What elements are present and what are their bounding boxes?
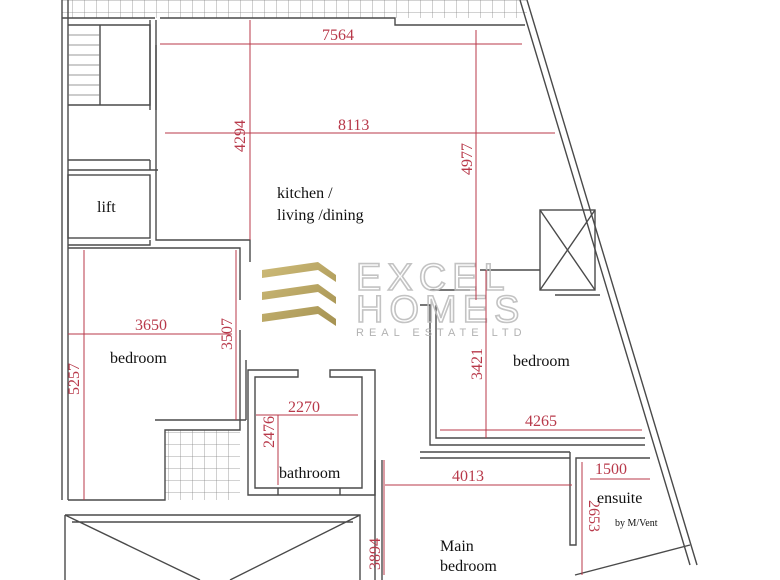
dimension-labels: 7564 8113 4294 4977 3650 5257 3507 2270 … bbox=[66, 27, 627, 570]
label-ensuite: ensuite bbox=[597, 490, 642, 507]
dim-kitchen-width: 8113 bbox=[338, 117, 369, 134]
label-main-bedroom-1: Main bbox=[440, 538, 474, 555]
room-labels: lift kitchen / living /dining bedroom be… bbox=[97, 185, 658, 575]
watermark-line2: HOMES bbox=[356, 289, 525, 331]
vent-shaft bbox=[539, 209, 596, 291]
watermark-line3: REAL ESTATE LTD bbox=[356, 327, 527, 339]
dim-bedroom-right-width: 4265 bbox=[525, 413, 557, 430]
dim-corridor-height: 3507 bbox=[219, 318, 236, 350]
dim-bathroom-width: 2270 bbox=[288, 399, 320, 416]
label-ensuite-note: by M/Vent bbox=[615, 518, 658, 529]
top-terrace-hatch bbox=[62, 0, 527, 18]
dimension-lines bbox=[68, 20, 650, 575]
dim-kitchen-height-left: 4294 bbox=[232, 120, 249, 152]
dim-bedroom-left-height: 5257 bbox=[66, 363, 83, 395]
dim-bedroom-right-height: 3421 bbox=[469, 348, 486, 380]
label-bedroom-right: bedroom bbox=[513, 353, 570, 370]
label-kitchen-2: living /dining bbox=[277, 207, 364, 224]
watermark-line1: EXCEL bbox=[356, 257, 511, 299]
dim-main-bedroom-height: 3894 bbox=[367, 538, 384, 570]
dim-kitchen-height-right: 4977 bbox=[459, 143, 476, 175]
label-lift: lift bbox=[97, 199, 116, 216]
logo-chevrons-icon bbox=[262, 262, 336, 326]
closet-hatch bbox=[165, 430, 240, 500]
dim-main-bedroom-width: 4013 bbox=[452, 468, 484, 485]
dim-bathroom-height: 2476 bbox=[261, 416, 278, 448]
label-bathroom: bathroom bbox=[279, 465, 341, 482]
label-main-bedroom-2: bedroom bbox=[440, 558, 497, 575]
label-bedroom-left: bedroom bbox=[110, 350, 167, 367]
lift-shaft bbox=[67, 174, 151, 239]
dim-bedroom-left-width: 3650 bbox=[135, 317, 167, 334]
walls bbox=[61, 0, 698, 580]
stairs bbox=[68, 24, 151, 106]
dim-ensuite-height: 2653 bbox=[585, 500, 602, 532]
dim-ensuite-width: 1500 bbox=[595, 461, 627, 478]
excel-homes-logo: EXCEL HOMES REAL ESTATE LTD bbox=[262, 256, 527, 339]
label-kitchen-1: kitchen / bbox=[277, 185, 333, 202]
dim-kitchen-top: 7564 bbox=[322, 27, 354, 44]
